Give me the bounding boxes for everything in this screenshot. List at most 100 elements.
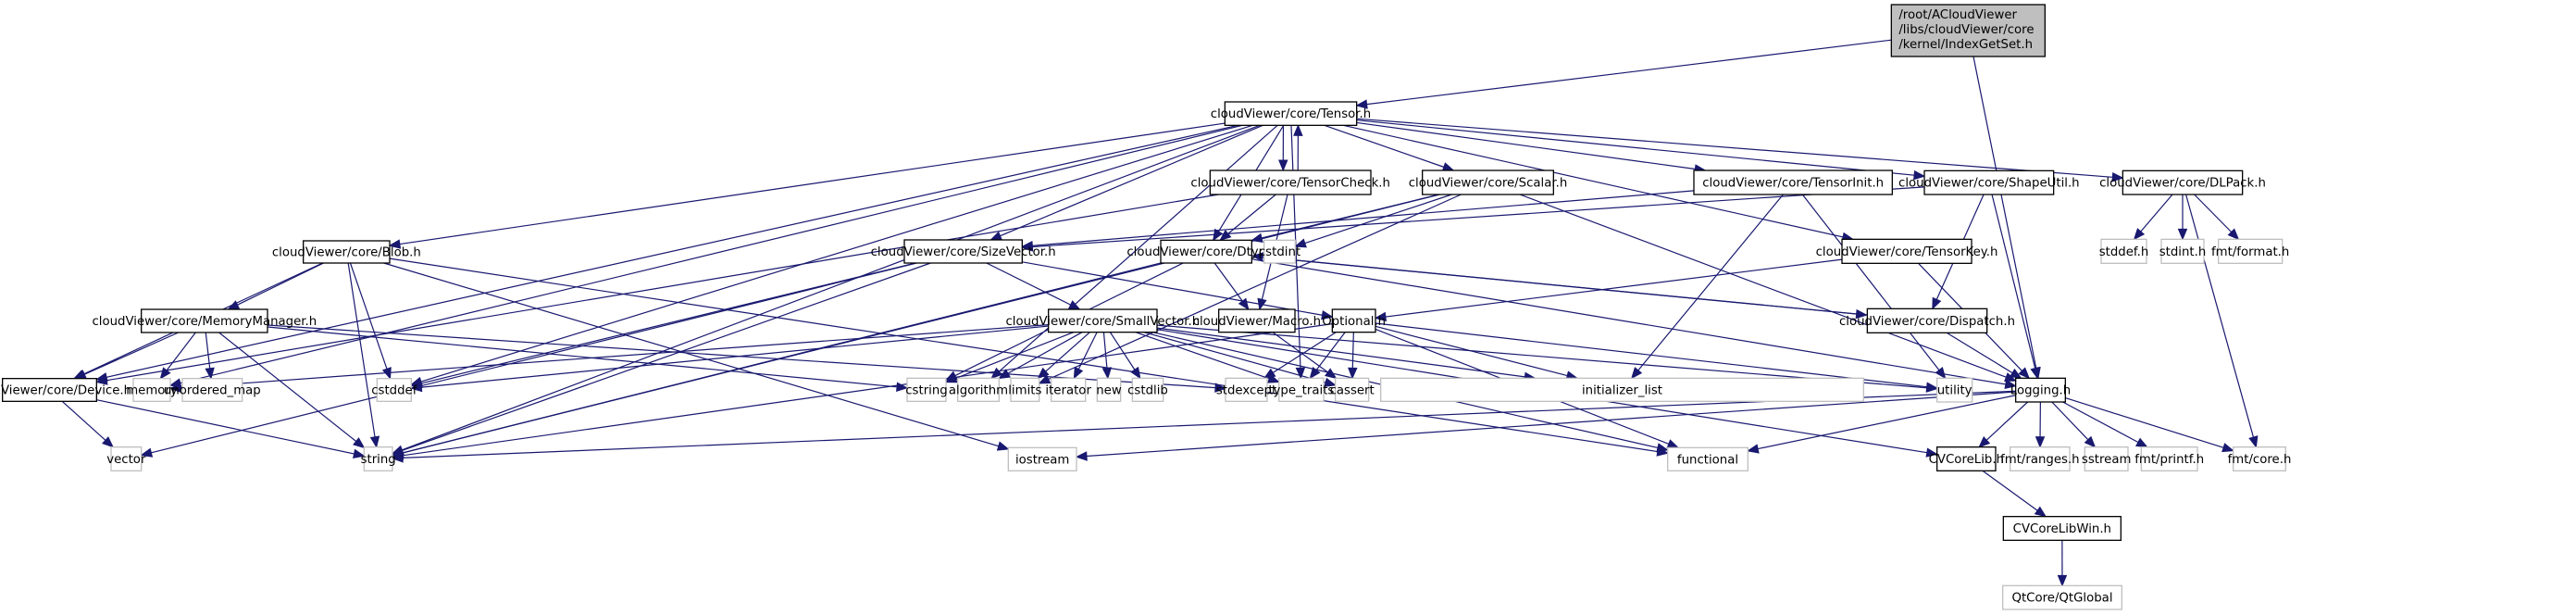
arrowhead <box>2009 368 2022 380</box>
node-type_traits: type_traits <box>1268 377 1334 402</box>
arrowhead <box>1075 451 1088 461</box>
node-label: cloudViewer/core/DLPack.h <box>2099 177 2266 191</box>
node-unordered_map: unordered_map <box>164 378 261 402</box>
node-label: iostream <box>1015 453 1069 467</box>
arrowhead <box>168 383 181 393</box>
edge-line <box>1251 258 2006 385</box>
node-box <box>2002 584 2122 610</box>
node-scalar[interactable]: cloudViewer/core/Scalar.h <box>1409 169 1568 195</box>
edge-tensorinit-to-utility <box>1801 194 1947 380</box>
node-label: fmt/ranges.h <box>2000 453 2080 467</box>
arrowhead <box>1321 310 1334 320</box>
arrowhead <box>353 437 366 449</box>
node-label: vector <box>106 453 146 467</box>
node-box <box>141 308 268 333</box>
edge-line <box>61 400 106 441</box>
edge-line <box>347 262 376 437</box>
node-shapeutil[interactable]: cloudViewer/core/ShapeUtil.h <box>1898 169 2080 195</box>
node-cvcorelibwin[interactable]: CVCoreLibWin.h <box>2002 516 2122 541</box>
node-smallvector[interactable]: cloudViewer/core/SmallVector.h <box>1005 308 1200 333</box>
node-box <box>2233 446 2286 471</box>
node-fmt_printf: fmt/printf.h <box>2134 446 2204 471</box>
node-box <box>2015 377 2066 403</box>
edge-line <box>389 257 1658 453</box>
node-dlpack[interactable]: cloudViewer/core/DLPack.h <box>2099 169 2266 195</box>
node-sizevector[interactable]: cloudViewer/core/SizeVector.h <box>871 239 1056 264</box>
node-label: unordered_map <box>164 384 261 398</box>
edge-dlpack-to-fmt_format <box>2194 194 2240 241</box>
node-dtype[interactable]: cloudViewer/core/Dtype.h <box>1126 239 1286 264</box>
node-cvcorelib[interactable]: CVCoreLib.h <box>1929 446 2004 471</box>
node-label: stdint.h <box>2159 245 2207 259</box>
node-label: cloudViewer/core/Dtype.h <box>1126 245 1286 259</box>
node-tensorkey[interactable]: cloudViewer/core/TensorKey.h <box>1816 238 1998 264</box>
arrowhead <box>410 382 423 393</box>
arrowhead <box>1101 367 1113 380</box>
edge-cvcorelib-to-cvcorelibwin <box>1982 470 2047 518</box>
edge-line <box>1351 332 1354 369</box>
edge-shapeutil-to-logging <box>1991 194 2040 380</box>
node-tensorcheck[interactable]: cloudViewer/core/TensorCheck.h <box>1190 169 1390 195</box>
arrowhead <box>1935 367 1947 380</box>
node-logging[interactable]: Logging.h <box>2010 377 2071 403</box>
node-label: cloudViewer/core/TensorKey.h <box>1816 245 1998 259</box>
edge-line <box>1077 332 1098 370</box>
node-box <box>110 446 143 471</box>
edge-line <box>2065 397 2224 448</box>
node-box <box>181 378 243 402</box>
node-blob[interactable]: cloudViewer/core/Blob.h <box>272 240 421 264</box>
node-dispatch[interactable]: cloudViewer/core/Dispatch.h <box>1839 308 2015 333</box>
edge-smallvector-to-algorithm <box>998 332 1083 380</box>
node-box <box>1096 377 1122 402</box>
edge-macro-to-cassert <box>1272 332 1338 380</box>
node-label: string <box>361 453 396 467</box>
edge-line <box>1045 332 1090 372</box>
edge-tensor-to-sizevector <box>989 124 1263 241</box>
node-root[interactable]: /root/ACloudViewer/libs/cloudViewer/core… <box>1890 4 2046 57</box>
node-label: type_traits <box>1268 383 1334 397</box>
node-optional[interactable]: Optional.h <box>1322 308 1386 333</box>
arrowhead <box>1656 443 1669 453</box>
node-label: iterator <box>1045 383 1091 397</box>
node-box <box>1923 169 2055 195</box>
edge-sizevector-to-vector <box>140 262 917 458</box>
node-device[interactable]: cloudViewer/core/Device.h <box>0 378 131 402</box>
edge-tensor-to-dlpack <box>1356 118 2124 182</box>
arrowhead <box>2135 437 2148 448</box>
arrowhead <box>1925 382 1938 392</box>
edge-smallvector-to-cstddef <box>410 325 1049 393</box>
node-tensorinit[interactable]: cloudViewer/core/TensorInit.h <box>1693 169 1893 195</box>
node-macro[interactable]: cloudViewer/Macro.h <box>1193 308 1321 333</box>
node-box <box>1278 377 1325 402</box>
edge-line <box>986 262 1071 306</box>
edge-line <box>1356 119 1915 176</box>
node-label: cassert <box>1330 383 1375 397</box>
edge-line <box>399 122 1226 245</box>
node-label: cloudViewer/core/SizeVector.h <box>871 245 1056 259</box>
nodes-layer: /root/ACloudViewer/libs/cloudViewer/core… <box>0 4 2291 610</box>
edge-line <box>1213 262 1243 302</box>
node-label: cloudViewer/core/MemoryManager.h <box>92 315 317 329</box>
edge-line <box>1022 261 1323 316</box>
node-label: Logging.h <box>2010 384 2071 398</box>
edge-line <box>2194 194 2233 232</box>
node-label: cloudViewer/core/SmallVector.h <box>1005 315 1200 329</box>
arrowhead <box>2004 379 2017 390</box>
edge-line <box>1801 194 1940 371</box>
edge-sizevector-to-optional <box>1022 261 1334 320</box>
node-label: cloudViewer/core/Dispatch.h <box>1839 315 2015 329</box>
node-box <box>2100 238 2147 264</box>
node-tensor[interactable]: cloudViewer/core/Tensor.h <box>1211 101 1371 126</box>
arrowhead <box>1037 367 1050 380</box>
edge-line <box>1032 190 1695 246</box>
node-memorymanager[interactable]: cloudViewer/core/MemoryManager.h <box>92 308 317 333</box>
arrowhead <box>1263 368 1276 380</box>
edge-logging-to-fmt_printf <box>2062 401 2148 448</box>
edge-line <box>1375 322 1927 388</box>
edge-line <box>1007 332 1083 374</box>
edge-smallvector-to-iterator <box>1073 332 1098 380</box>
node-label: cstring <box>905 383 947 397</box>
node-box <box>2002 516 2122 541</box>
node-vector: vector <box>106 446 146 471</box>
